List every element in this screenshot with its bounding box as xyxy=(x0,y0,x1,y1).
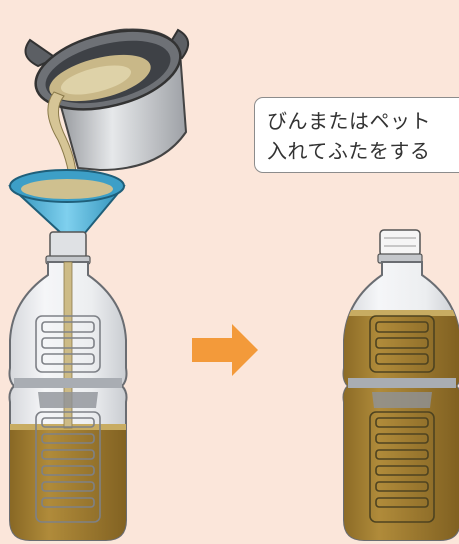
instruction-line-1: びんまたはペット xyxy=(267,106,459,136)
pot-icon xyxy=(26,17,189,170)
bottle-icon xyxy=(330,230,459,544)
instruction-line-2: 入れてふたをする xyxy=(267,136,459,166)
bottle-icon xyxy=(0,232,140,544)
instruction-callout: びんまたはペット 入れてふたをする xyxy=(254,97,459,173)
arrow-right-icon xyxy=(192,324,258,376)
